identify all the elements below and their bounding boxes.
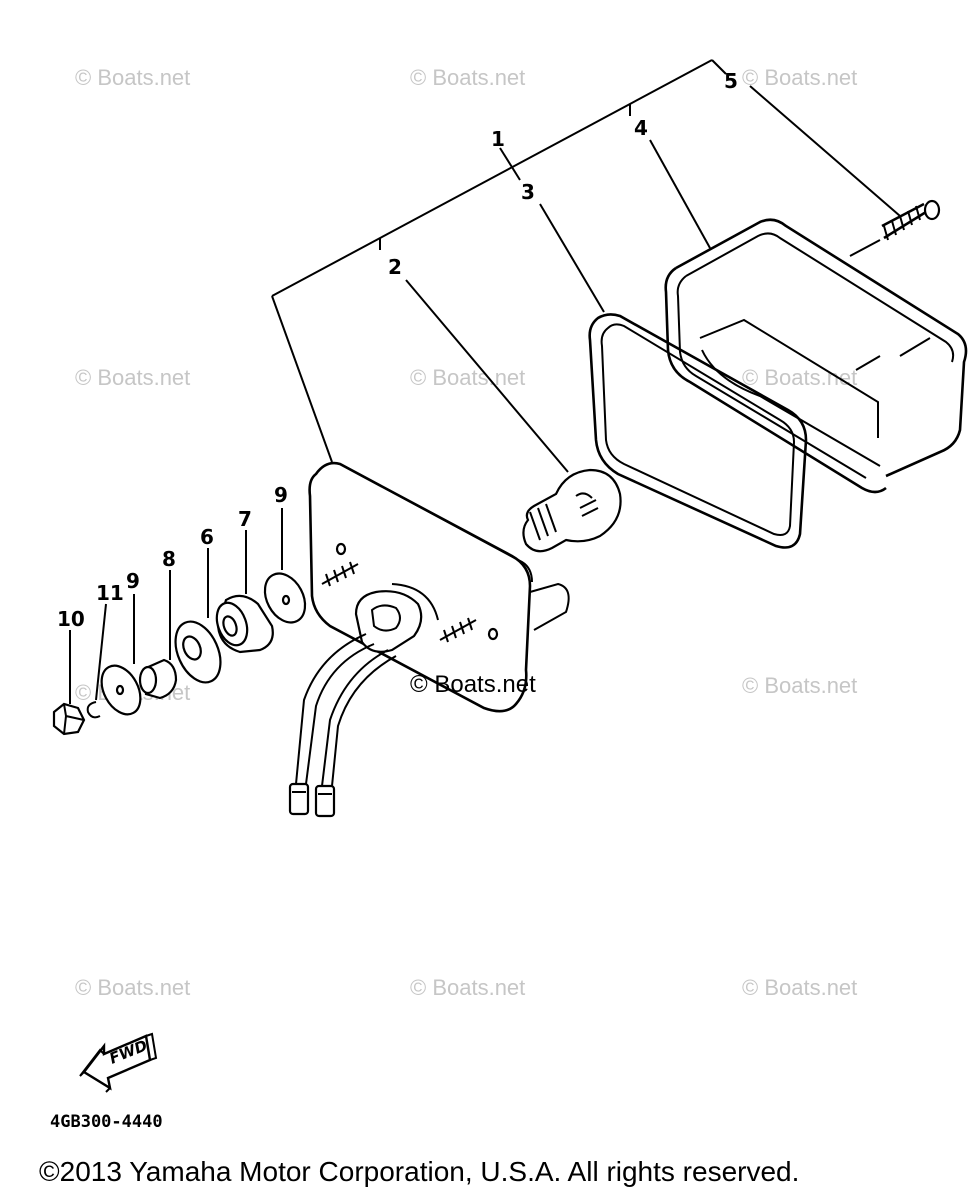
diagram-code: 4GB300-4440: [50, 1112, 163, 1132]
watermark: © Boats.net: [742, 673, 857, 698]
callout-9: 9: [126, 569, 140, 593]
copyright-notice: ©2013 Yamaha Motor Corporation, U.S.A. A…: [39, 1156, 799, 1187]
watermark: © Boats.net: [410, 65, 525, 90]
callout-6: 6: [200, 525, 214, 549]
callout-10: 10: [57, 607, 85, 631]
part-spring-washer: [86, 603, 107, 719]
part-bulb: [522, 468, 622, 553]
part-nut: [52, 630, 86, 736]
callout-4: 4: [634, 116, 648, 140]
part-rubber-washer: [174, 548, 222, 684]
part-grommet: [215, 530, 274, 654]
part-washer-9-left: [100, 594, 142, 716]
callout-9: 9: [274, 483, 288, 507]
part-washer-9-right: [263, 508, 307, 624]
callout-3: 3: [521, 180, 535, 204]
watermark: © Boats.net: [742, 975, 857, 1000]
watermark: © Boats.net: [75, 65, 190, 90]
callout-2: 2: [388, 255, 402, 279]
watermark: © Boats.net: [75, 365, 190, 390]
assembly-bracket-lines: [271, 59, 901, 473]
part-screw: [881, 199, 941, 241]
callout-8: 8: [162, 547, 176, 571]
callout-7: 7: [238, 507, 252, 531]
callout-11: 11: [96, 581, 124, 605]
callout-1: 1: [491, 127, 505, 151]
part-gasket: [588, 313, 808, 549]
part-lens-housing: [664, 218, 968, 494]
callout-labels: 1 2 3 4 5 6 7 8 9 9 10 11: [57, 69, 738, 631]
fwd-arrow-icon: FWD: [79, 1032, 158, 1093]
part-collar: [138, 570, 178, 700]
part-lamp-base: [288, 461, 570, 818]
watermark: © Boats.net: [742, 65, 857, 90]
watermark: © Boats.net: [410, 365, 525, 390]
watermark: © Boats.net: [75, 975, 190, 1000]
watermark-dark: © Boats.net: [410, 671, 536, 698]
watermark: © Boats.net: [742, 365, 857, 390]
watermark: © Boats.net: [410, 975, 525, 1000]
callout-5: 5: [724, 69, 738, 93]
